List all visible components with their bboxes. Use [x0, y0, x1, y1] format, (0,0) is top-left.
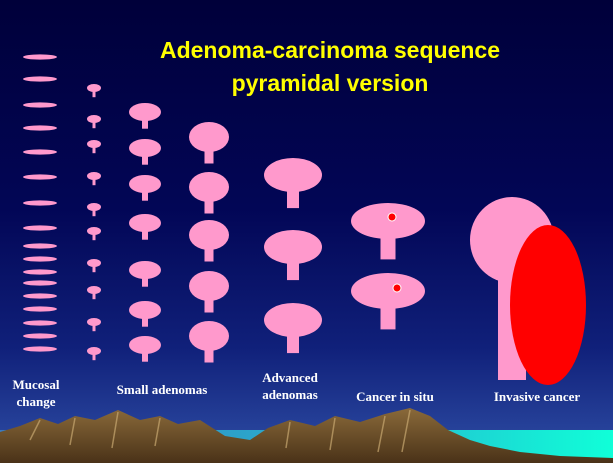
tiny-polyp-head — [87, 259, 101, 267]
flat-mucosa — [23, 102, 57, 107]
small-adenoma-large-head — [189, 220, 229, 250]
tiny-polyp-head — [87, 140, 101, 148]
tiny-polyp — [87, 172, 101, 185]
cancer-in-situ-polyp-head — [351, 273, 425, 309]
small-adenoma — [129, 103, 161, 129]
advanced-adenoma-head — [264, 230, 322, 264]
small-adenoma-large-head — [189, 321, 229, 351]
small-adenomas-column-a — [129, 103, 161, 362]
advanced-adenoma-head — [264, 303, 322, 337]
cancer-focus-dot — [388, 213, 396, 221]
tiny-polyp-head — [87, 203, 101, 211]
invasive-cancer-column — [470, 197, 586, 385]
small-adenoma-head — [129, 336, 161, 354]
small-adenoma-large — [189, 321, 229, 363]
small-adenoma — [129, 301, 161, 327]
tiny-polyp-head — [87, 172, 101, 180]
tiny-polyp — [87, 318, 101, 331]
tiny-polyp — [87, 347, 101, 360]
mucosal-change-column — [23, 54, 57, 351]
advanced-adenoma — [264, 303, 322, 353]
small-adenoma — [129, 139, 161, 165]
tiny-polyp — [87, 259, 101, 272]
label-advanced-adenomas: Advanced adenomas — [250, 369, 330, 403]
flat-mucosa — [23, 333, 57, 338]
advanced-adenoma — [264, 158, 322, 208]
tiny-polyp — [87, 227, 101, 240]
title-line-2: pyramidal version — [60, 69, 600, 97]
cancer-in-situ-column — [351, 203, 425, 329]
small-adenoma-large — [189, 172, 229, 214]
cancer-focus-dot — [393, 284, 401, 292]
tiny-polyp — [87, 115, 101, 128]
cancer-in-situ-polyp — [351, 273, 425, 329]
flat-mucosa — [23, 54, 57, 59]
tiny-polyp-head — [87, 286, 101, 294]
flat-mucosa — [23, 293, 57, 298]
cancer-in-situ-polyp — [351, 203, 425, 259]
small-adenoma-head — [129, 301, 161, 319]
flat-mucosa — [23, 225, 57, 230]
small-adenoma — [129, 214, 161, 240]
small-adenoma-large — [189, 122, 229, 164]
flat-mucosa — [23, 306, 57, 311]
small-adenoma-large-head — [189, 271, 229, 301]
small-adenoma-large — [189, 271, 229, 313]
advanced-adenomas-column — [264, 158, 322, 353]
small-adenoma — [129, 336, 161, 362]
small-adenoma-head — [129, 103, 161, 121]
flat-mucosa — [23, 149, 57, 154]
advanced-adenoma-head — [264, 158, 322, 192]
tiny-polyps-column — [87, 84, 101, 360]
invasive-tumor — [510, 225, 586, 385]
small-adenoma-head — [129, 261, 161, 279]
tiny-polyp-head — [87, 347, 101, 355]
flat-mucosa — [23, 125, 57, 130]
label-invasive-cancer: Invasive cancer — [474, 388, 600, 405]
tiny-polyp-head — [87, 115, 101, 123]
small-adenoma-head — [129, 214, 161, 232]
label-mucosal-change: Mucosal change — [6, 376, 66, 410]
advanced-adenoma — [264, 230, 322, 280]
flat-mucosa — [23, 256, 57, 261]
flat-mucosa — [23, 320, 57, 325]
tiny-polyp — [87, 286, 101, 299]
label-cancer-in-situ: Cancer in situ — [340, 388, 450, 405]
flat-mucosa — [23, 269, 57, 274]
small-adenomas-column-b — [189, 122, 229, 363]
tiny-polyp — [87, 203, 101, 216]
flat-mucosa — [23, 346, 57, 351]
small-adenoma-large-head — [189, 172, 229, 202]
small-adenoma — [129, 261, 161, 287]
cancer-in-situ-polyp-head — [351, 203, 425, 239]
small-adenoma-head — [129, 175, 161, 193]
label-small-adenomas: Small adenomas — [102, 381, 222, 398]
flat-mucosa — [23, 243, 57, 248]
small-adenoma-large-head — [189, 122, 229, 152]
tiny-polyp-head — [87, 318, 101, 326]
flat-mucosa — [23, 280, 57, 285]
tiny-polyp-head — [87, 227, 101, 235]
small-adenoma — [129, 175, 161, 201]
tiny-polyp — [87, 140, 101, 153]
small-adenoma-head — [129, 139, 161, 157]
flat-mucosa — [23, 200, 57, 205]
title-line-1: Adenoma-carcinoma sequence — [60, 36, 600, 64]
flat-mucosa — [23, 174, 57, 179]
flat-mucosa — [23, 76, 57, 81]
small-adenoma-large — [189, 220, 229, 262]
